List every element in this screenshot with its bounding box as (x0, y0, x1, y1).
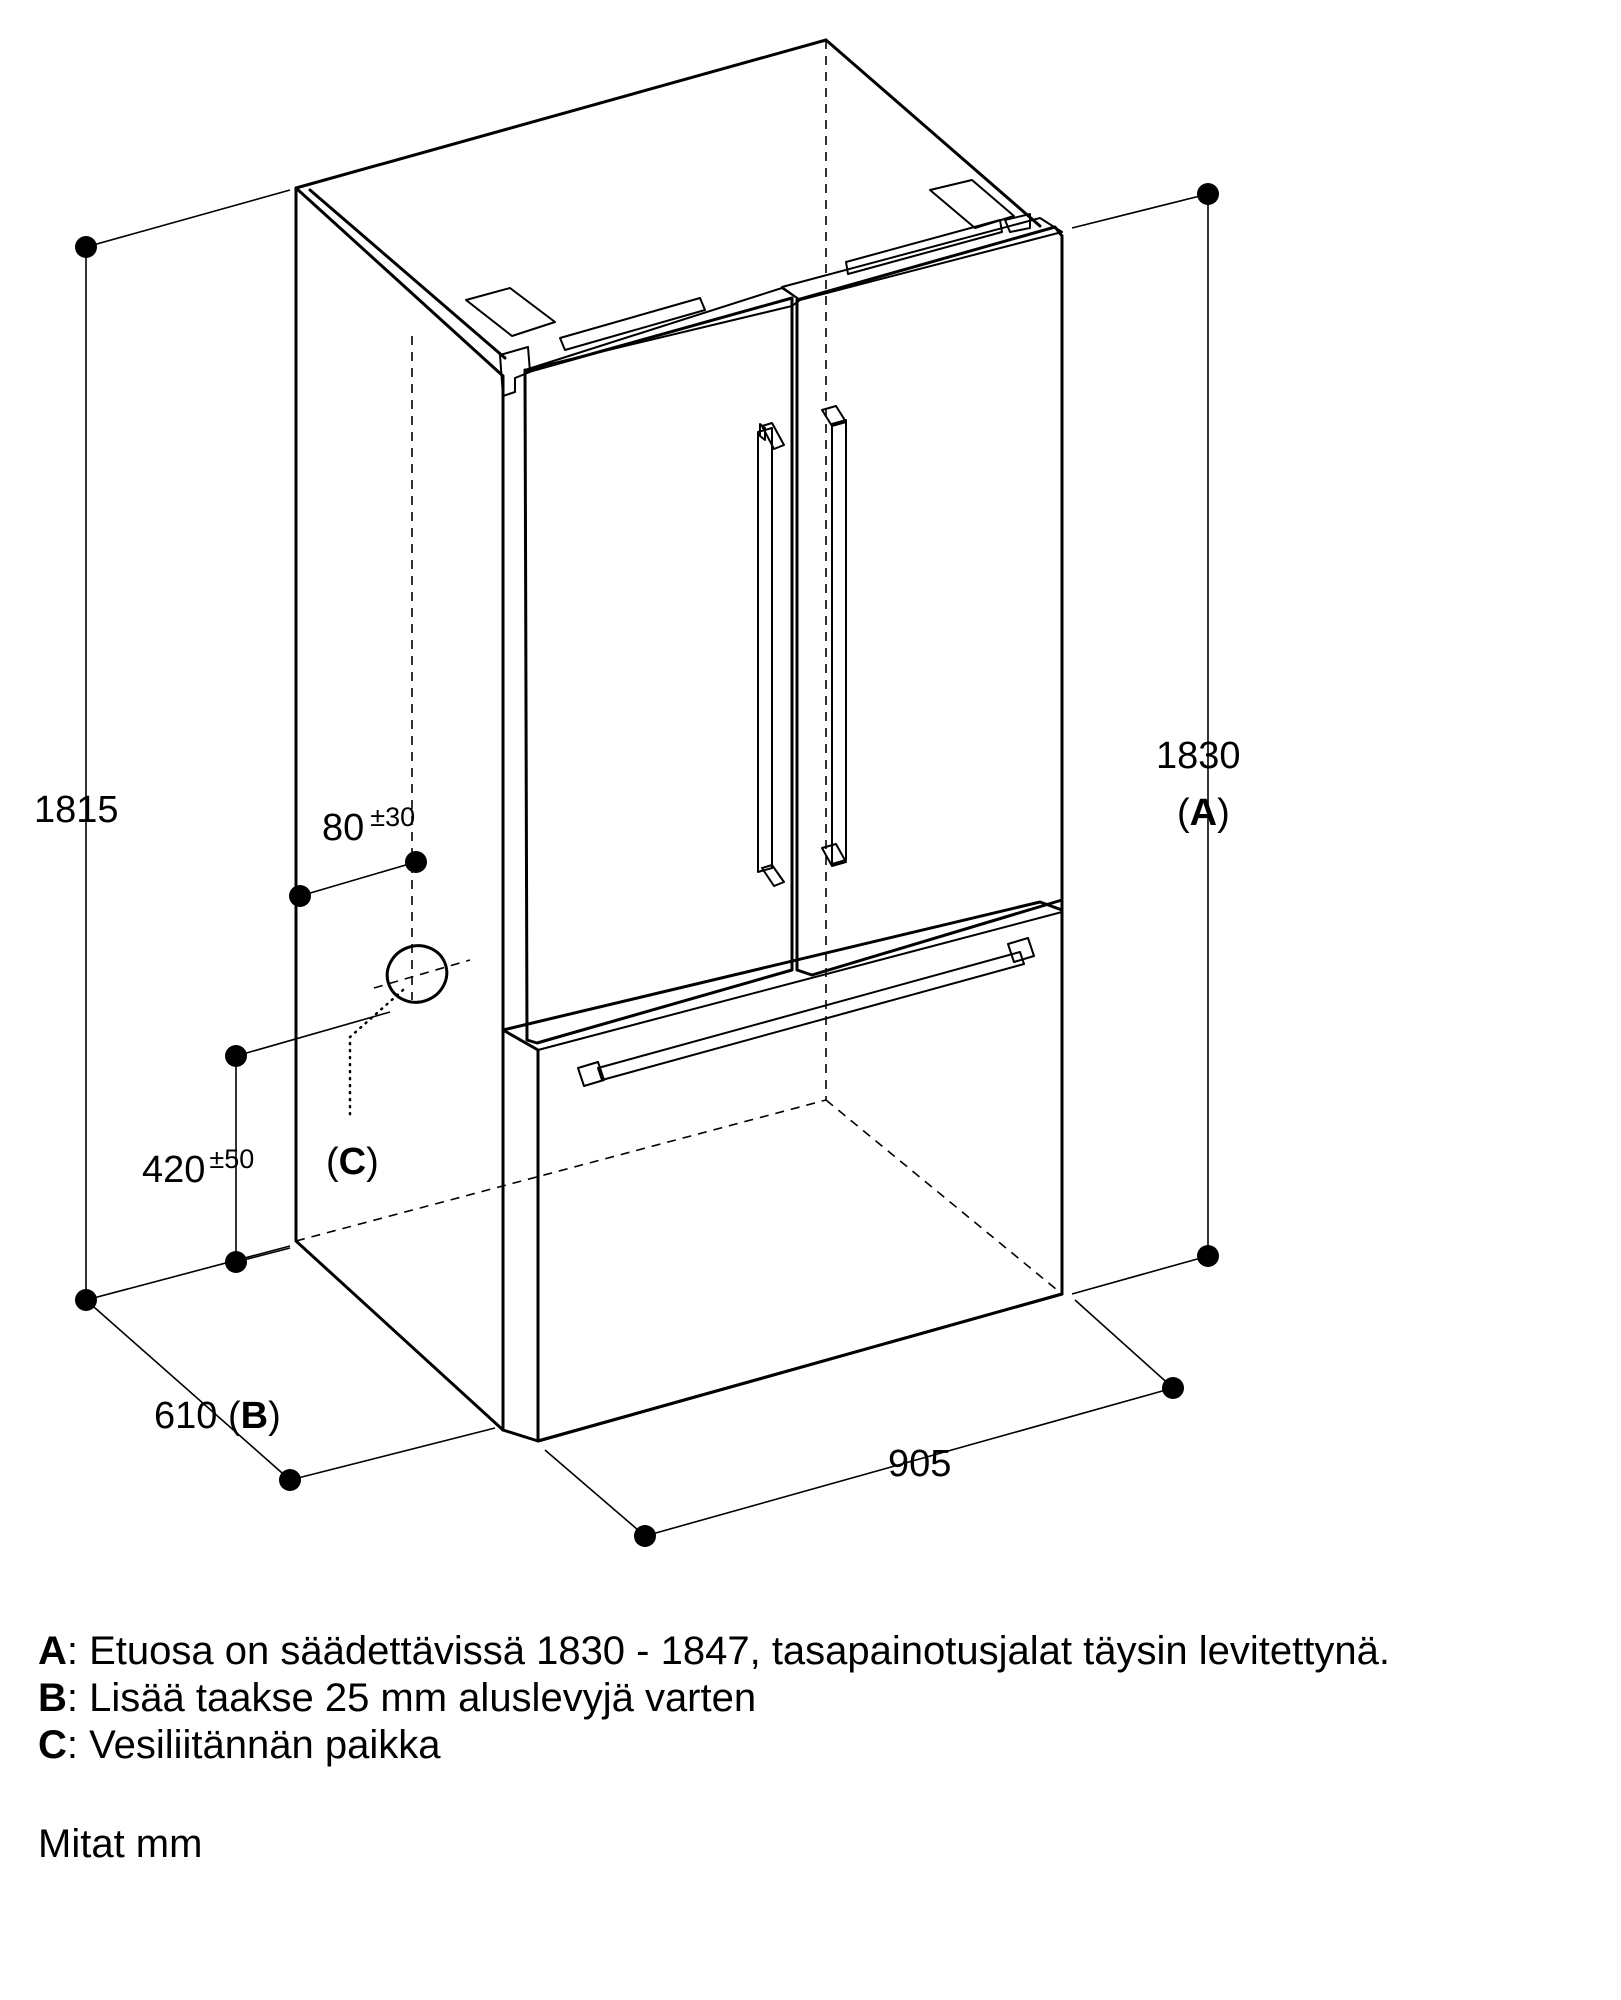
legend-key: A (38, 1629, 67, 1673)
legend-text: : Etuosa on säädettävissä 1830 - 1847, t… (66, 1629, 1390, 1673)
water-offset-label: 80±30 (322, 802, 415, 849)
water-connection-label: (C) (326, 1141, 379, 1183)
top-hinges (465, 179, 1031, 397)
legend-text: : Lisää taakse 25 mm aluslevyjä varten (66, 1676, 757, 1720)
legend-text: : Vesiliitännän paikka (66, 1723, 441, 1767)
legend-key: B (38, 1676, 67, 1720)
legend-row-b: B: Lisää taakse 25 mm aluslevyjä varten (38, 1675, 1390, 1722)
fridge-dimension-drawing: 1815 1830 (A) 610 (B) 905 80±30 420±50 (… (34, 38, 1241, 1547)
water-height-label: 420±50 (142, 1144, 254, 1191)
legend: A: Etuosa on säädettävissä 1830 - 1847, … (38, 1628, 1390, 1769)
legend-key: C (38, 1723, 67, 1767)
front-height-label: 1830 (1156, 735, 1241, 777)
water-connection (348, 336, 471, 1120)
front-height-note: (A) (1177, 792, 1230, 834)
freezer-drawer (501, 900, 1064, 1443)
hidden-edges (295, 40, 1063, 1295)
right-fridge-door (781, 217, 1064, 977)
door-handles (577, 405, 1035, 1087)
total-height-label: 1815 (34, 789, 119, 831)
legend-row-a: A: Etuosa on säädettävissä 1830 - 1847, … (38, 1628, 1390, 1675)
units-note: Mitat mm (38, 1822, 203, 1866)
cabinet-outline (294, 38, 1064, 1443)
width-label: 905 (888, 1443, 951, 1485)
dimension-lines (75, 183, 1219, 1547)
depth-label: 610 (B) (154, 1395, 281, 1437)
legend-row-c: C: Vesiliitännän paikka (38, 1722, 1390, 1769)
